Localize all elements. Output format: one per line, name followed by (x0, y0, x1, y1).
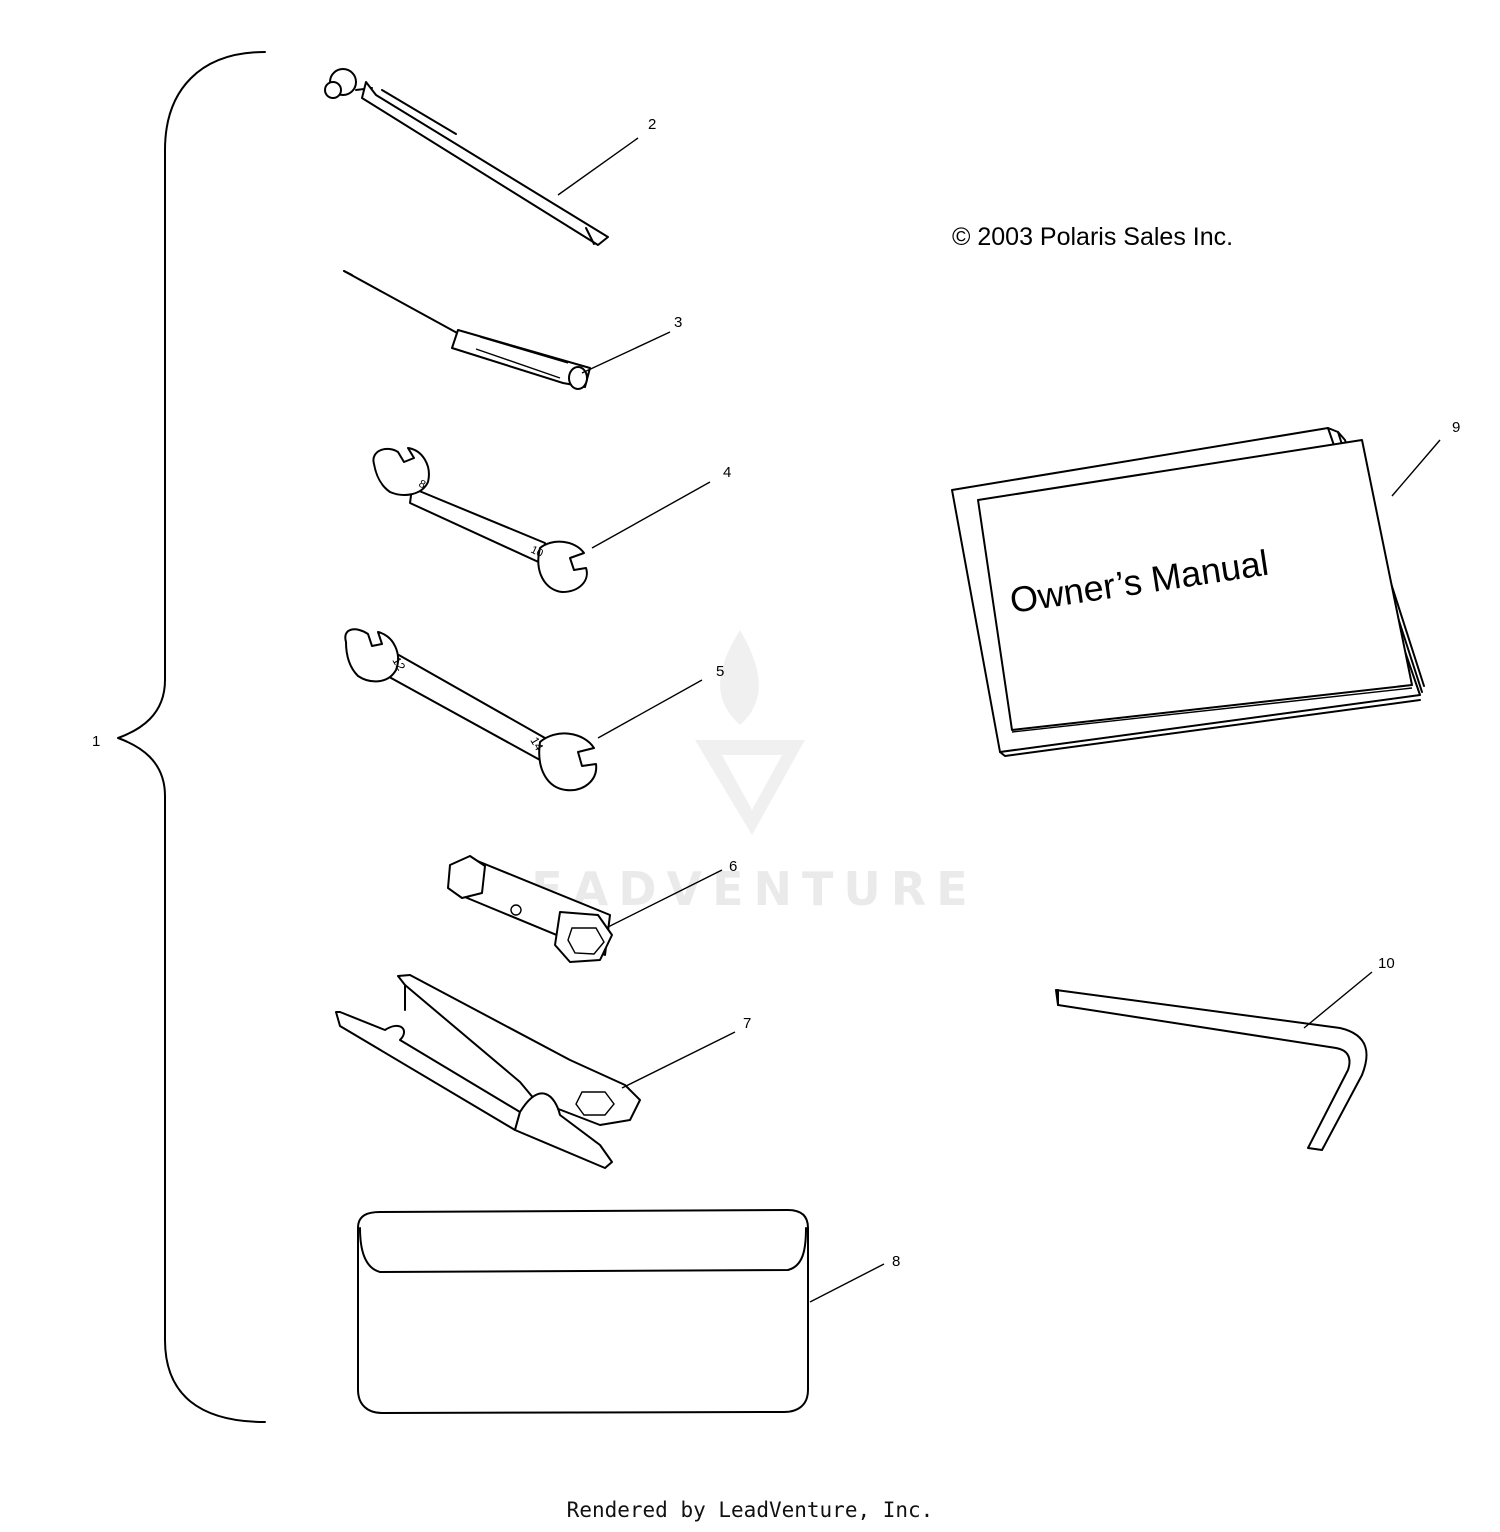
owners-manual-icon (951, 427, 1425, 757)
open-end-wrench-icon (344, 628, 598, 792)
wrench-12-14: 12 14 (344, 628, 598, 792)
callout-2: 2 (648, 116, 656, 133)
wrench-mark-12: 12 (389, 655, 408, 674)
tool-pouch (357, 1209, 809, 1414)
callout-4: 4 (723, 464, 731, 481)
callout-8: 8 (892, 1253, 900, 1270)
wrench-mark-10: 10 (529, 544, 545, 560)
tire-gauge-icon (324, 68, 609, 246)
callout-9: 9 (1452, 419, 1460, 436)
hex-key-icon (1055, 989, 1368, 1151)
socket-wrench-icon (447, 855, 613, 963)
screwdriver (343, 270, 591, 390)
open-end-wrench-icon (372, 447, 588, 593)
callout-6: 6 (729, 858, 737, 875)
hex-key (1055, 989, 1368, 1151)
wrench-mark-14: 14 (527, 735, 546, 754)
tool-pouch-icon (357, 1209, 809, 1414)
callout-3: 3 (674, 314, 682, 331)
leader-lines (557, 137, 1441, 1303)
copyright-notice: © 2003 Polaris Sales Inc. (952, 223, 1233, 251)
spark-plug-wrench-icon (335, 974, 641, 1169)
kit-brace (117, 51, 266, 1423)
owners-manual: Owner’s Manual (951, 427, 1425, 757)
screwdriver-icon (343, 270, 591, 390)
callout-1: 1 (92, 733, 100, 750)
socket-wrench (447, 855, 613, 963)
callout-7: 7 (743, 1015, 751, 1032)
spark-plug-wrench (335, 974, 641, 1169)
watermark-flame-icon (720, 630, 759, 725)
callout-10: 10 (1378, 955, 1395, 972)
watermark-logo-icon (695, 740, 805, 835)
footer-credit: Rendered by LeadVenture, Inc. (566, 1498, 934, 1522)
tire-gauge (324, 68, 609, 246)
callout-5: 5 (716, 663, 724, 680)
wrench-mark-8: 8 (417, 478, 428, 491)
callout-labels: 1 2 3 4 5 6 7 8 9 10 (92, 116, 1460, 1270)
brace-kit-icon (117, 51, 266, 1423)
wrench-8-10: 8 10 (372, 447, 588, 593)
